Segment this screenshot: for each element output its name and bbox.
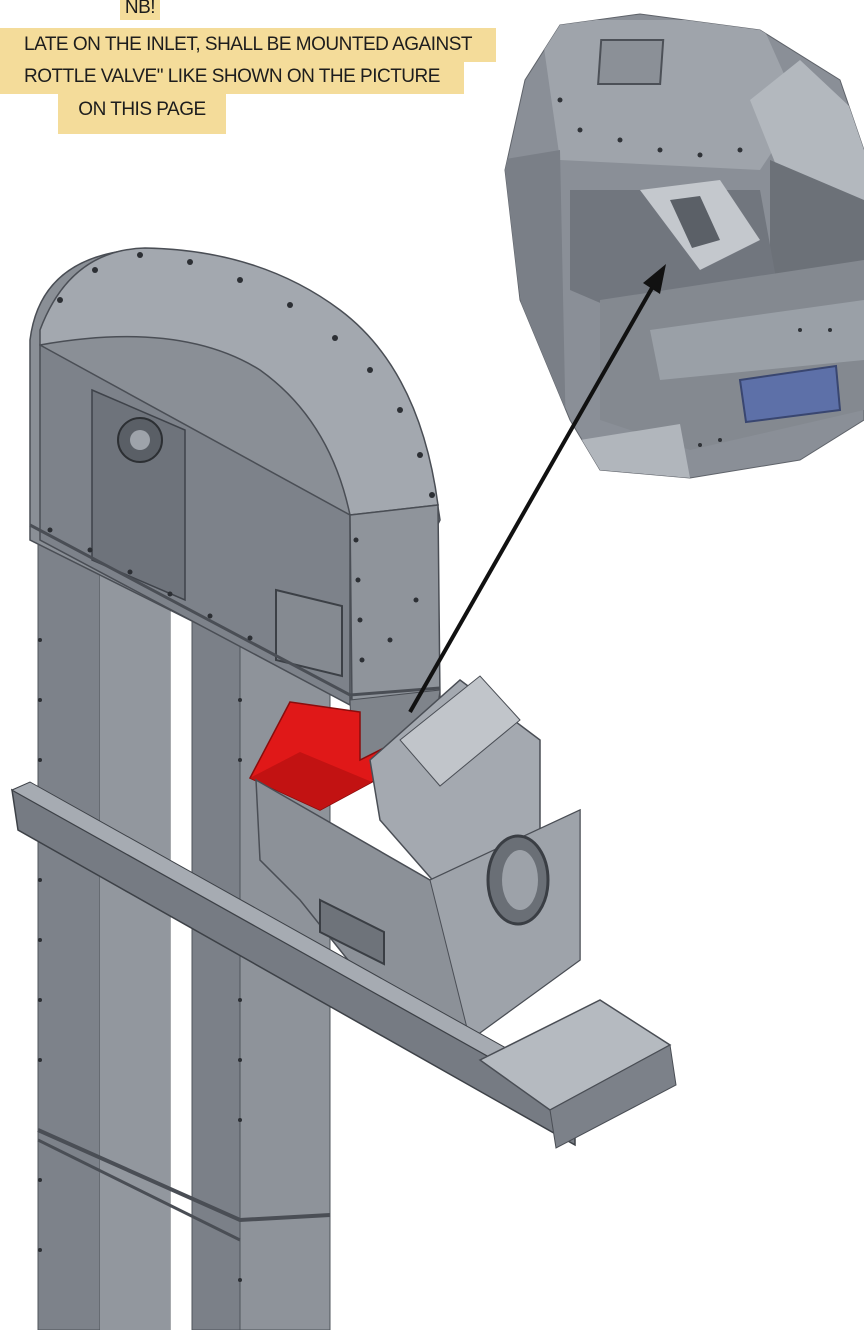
detail-bolts	[557, 97, 832, 447]
head-housing-dome	[39, 247, 439, 516]
platform-walkway-edge	[549, 1044, 677, 1149]
note-line-2: LATE ON THE INLET, SHALL BE MOUNTED AGAI…	[0, 28, 496, 62]
left-leg-side-fill	[100, 540, 170, 1330]
note-line-4: ON THIS PAGE	[58, 94, 226, 134]
note-heading: NB!	[120, 0, 160, 20]
detail-lower-box-front	[650, 300, 864, 380]
detail-left-column	[505, 150, 566, 440]
note-line-3: ROTTLE VALVE" LIKE SHOWN ON THE PICTURE	[0, 62, 464, 94]
detail-inspection-hatch	[597, 39, 665, 85]
detail-plate-slot	[670, 196, 720, 248]
head-flange	[29, 523, 441, 697]
red-inlet-adapter-face	[250, 752, 372, 810]
throttle-valve-top	[399, 675, 521, 787]
leg-bracing-lower	[37, 1138, 241, 1242]
inspection-door	[275, 588, 343, 678]
head-housing-front	[349, 504, 441, 706]
pointer-arrow	[408, 264, 666, 713]
arrow-head	[643, 264, 666, 294]
hopper-window	[319, 898, 385, 966]
leg-bracing-upper	[37, 1128, 331, 1223]
detail-view	[504, 13, 864, 479]
housing-bolts	[47, 252, 435, 663]
detail-base-plate	[580, 424, 690, 478]
leg-bolts	[38, 638, 242, 1282]
elevator-assembly	[10, 247, 677, 1330]
detail-blue-window	[738, 364, 842, 424]
left-leg-front	[37, 529, 101, 1330]
